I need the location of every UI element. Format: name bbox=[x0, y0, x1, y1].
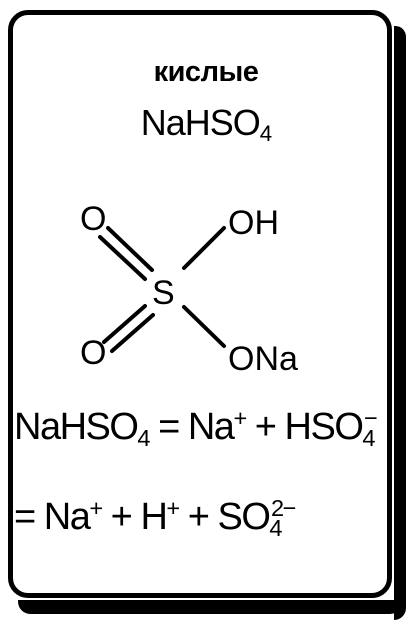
eq2-ion-sodium: Na bbox=[43, 496, 91, 538]
group-hydroxyl: OH bbox=[228, 204, 279, 242]
eq1-cation-charge: + bbox=[233, 405, 247, 432]
eq1-lhs: NaHSO bbox=[14, 406, 139, 448]
salt-type-title: кислые bbox=[153, 56, 259, 88]
eq2-ion-sodium-charge: + bbox=[89, 495, 103, 522]
content-card bbox=[8, 10, 392, 598]
single-bond-bottom-right bbox=[182, 305, 226, 348]
formula-subscript: 4 bbox=[259, 121, 272, 147]
card-shadow-bottom bbox=[18, 600, 404, 614]
dissociation-step-1: NaHSO4 = Na+ + HSO4− bbox=[14, 405, 378, 451]
eq1-cation: Na bbox=[187, 406, 235, 448]
eq2-ion-sulfate-charge: 2− bbox=[271, 495, 296, 522]
eq1-anion-charge: − bbox=[364, 405, 378, 432]
eq1-equals: = bbox=[158, 406, 180, 448]
eq2-ion-hydrogen: H bbox=[140, 496, 167, 538]
eq2-ion-hydrogen-charge: + bbox=[166, 495, 180, 522]
eq1-anion-subscript: 4 bbox=[362, 424, 375, 451]
eq2-ion-sulfate: SO bbox=[217, 496, 270, 538]
atom-oxygen-bottom-left: O bbox=[80, 334, 106, 372]
formula-main: NaHSO bbox=[140, 102, 261, 143]
eq1-lhs-subscript: 4 bbox=[137, 424, 150, 451]
group-sodium-oxide: ONa bbox=[228, 340, 298, 378]
eq2-ion-sulfate-subscript: 4 bbox=[269, 514, 282, 541]
dissociation-step-2: = Na+ + H+ + SO42− bbox=[14, 495, 296, 541]
double-bond-top-left-b bbox=[98, 235, 147, 281]
eq2-plus-1: + bbox=[110, 496, 133, 538]
atom-sulfur: S bbox=[152, 274, 175, 312]
eq2-equals: = bbox=[14, 496, 36, 538]
atom-oxygen-top-left: O bbox=[80, 200, 106, 238]
double-bond-bottom-left-a bbox=[102, 304, 147, 344]
eq1-anion: HSO bbox=[284, 406, 364, 448]
double-bond-bottom-left-b bbox=[110, 313, 155, 353]
formula-heading: NaHSO4 bbox=[0, 102, 412, 147]
double-bond-top-left-a bbox=[106, 226, 154, 272]
single-bond-top-right bbox=[182, 226, 226, 270]
eq1-plus: + bbox=[254, 406, 277, 448]
card-shadow-right bbox=[394, 26, 406, 620]
eq2-plus-2: + bbox=[187, 496, 210, 538]
